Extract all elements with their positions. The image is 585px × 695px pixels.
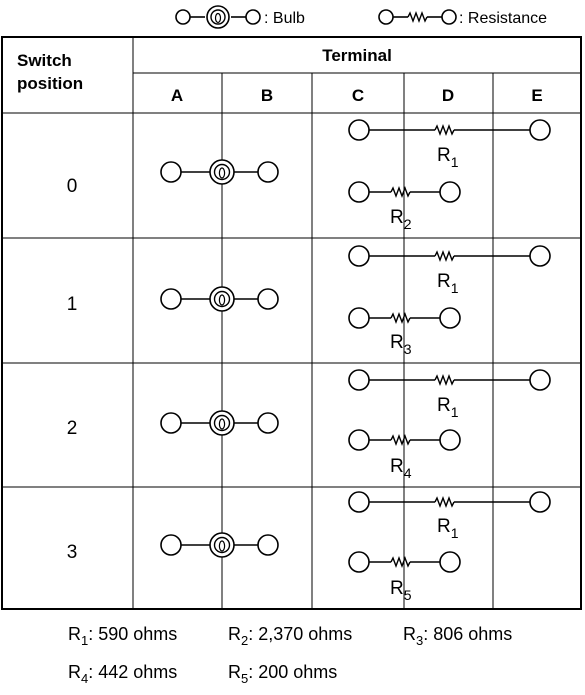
switch-position: 1 — [67, 294, 78, 315]
bulb-legend-label: : Bulb — [264, 10, 305, 27]
table-row: 1 R1 R3 — [67, 245, 551, 357]
legend: : Bulb : Resistance — [175, 5, 547, 29]
resistor-label: R5 — [390, 578, 412, 603]
bulb-circuit-icon — [160, 159, 279, 185]
resistor-label: R1 — [437, 271, 459, 296]
terminal-label-b: B — [261, 86, 273, 105]
resistor-label: R2 — [390, 207, 412, 232]
terminal-label-a: A — [171, 86, 183, 105]
resistor-label: R1 — [437, 395, 459, 420]
resistance-values: R1: 590 ohms R2: 2,370 ohms R3: 806 ohms… — [68, 624, 512, 686]
resistance-value-r5: R5: 200 ohms — [228, 662, 337, 686]
resistor-r1-circuit — [348, 491, 551, 513]
resistor-r4-circuit — [348, 429, 461, 451]
bulb-symbol-icon — [175, 5, 261, 29]
table-row: 3 R1 R5 — [67, 491, 551, 603]
header-switch-line1: Switch — [17, 51, 72, 70]
resistance-value-r2: R2: 2,370 ohms — [228, 624, 352, 648]
switch-position: 3 — [67, 542, 78, 563]
resistor-r2-circuit — [348, 181, 461, 203]
resistor-label: R1 — [437, 145, 459, 170]
resistor-r1-circuit — [348, 119, 551, 141]
switch-position: 0 — [67, 176, 78, 197]
resistor-r1-circuit — [348, 245, 551, 267]
resistor-label: R4 — [390, 456, 412, 481]
terminal-label-c: C — [352, 86, 364, 105]
resistance-value-r4: R4: 442 ohms — [68, 662, 177, 686]
resistance-legend-label: : Resistance — [459, 10, 547, 27]
terminal-label-e: E — [531, 86, 542, 105]
resistor-label: R3 — [390, 332, 412, 357]
resistance-value-r3: R3: 806 ohms — [403, 624, 512, 648]
resistor-r3-circuit — [348, 307, 461, 329]
terminal-label-d: D — [442, 86, 454, 105]
header-switch-line2: position — [17, 74, 83, 93]
resistor-symbol-icon — [378, 9, 457, 25]
table-row: 0 R1 R2 — [67, 119, 551, 232]
resistor-r1-circuit — [348, 369, 551, 391]
resistance-value-r1: R1: 590 ohms — [68, 624, 177, 648]
resistor-label: R1 — [437, 516, 459, 541]
table-row: 2 R1 R4 — [67, 369, 551, 481]
table-grid — [1, 36, 582, 610]
switch-position: 2 — [67, 418, 78, 439]
bulb-circuit-icon — [160, 532, 279, 558]
bulb-circuit-icon — [160, 286, 279, 312]
bulb-circuit-icon — [160, 410, 279, 436]
header-terminal: Terminal — [322, 46, 392, 65]
resistor-r5-circuit — [348, 551, 461, 573]
